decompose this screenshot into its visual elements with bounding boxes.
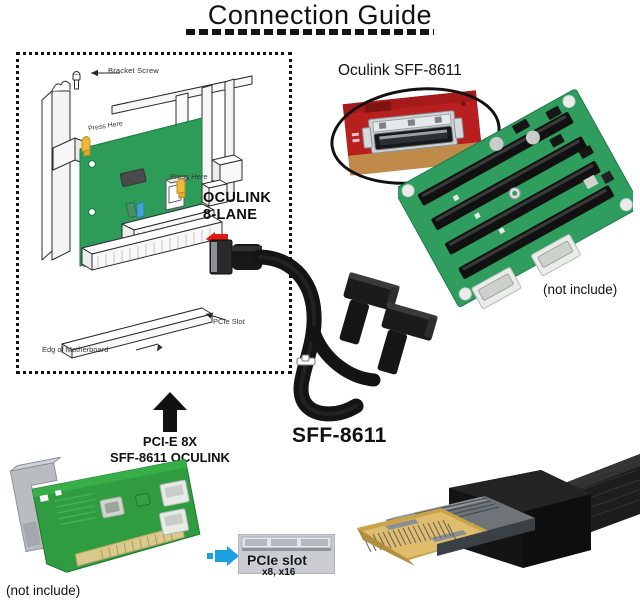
label-pcie-slot-sizes: x8, x16: [262, 567, 296, 578]
pcie-8x-line-1: PCI-E 8X: [142, 434, 198, 449]
oculink-line-2: 8-LANE: [203, 207, 258, 223]
label-oculink-8-lane: OCULINK 8-LANE: [203, 190, 271, 224]
cable-straight-connector-b: [377, 302, 438, 375]
label-edge-of-motherboard: Edg of Motherboard: [42, 345, 109, 354]
oculink-connector-red-pcb-photo: [342, 90, 484, 176]
sff-8611-connector-closeup-photo: [357, 454, 640, 568]
pcie-slot-connector-graphic: [238, 534, 335, 574]
label-bracket-screw: Bracket Screw: [108, 66, 159, 75]
bracket-screw-art: [72, 71, 81, 90]
pcie-slot-art-2: [81, 215, 223, 271]
label-press-here-2: Press Here: [170, 172, 208, 181]
pcie-8x-line-2: SFF-8611 OCULINK: [110, 450, 230, 465]
cable-straight-connector-a: [339, 272, 400, 345]
blue-right-arrow-icon: [207, 546, 239, 566]
label-pci-e-8x-oculink: PCI-E 8X SFF-8611 OCULINK: [95, 434, 245, 466]
label-sff-8611: SFF-8611: [292, 424, 387, 447]
label-pcie-slot-big: PCIe slot: [247, 552, 307, 568]
label-pcie-slot: PCIe Slot: [213, 317, 245, 326]
oculink-line-1: OCULINK: [203, 190, 272, 206]
low-profile-pcie-card-photo: [9, 456, 201, 573]
cable-tie: [296, 354, 316, 366]
label-oculink-sff-8611: Oculink SFF-8611: [338, 62, 462, 79]
sff-8611-cable-photo: [209, 239, 438, 422]
press-here-icon-1: [81, 136, 91, 157]
page-title: Connection Guide: [207, 0, 433, 30]
press-here-icon-2: [176, 178, 186, 199]
cable-right-angle-connector: [209, 239, 262, 275]
label-not-include-riser: (not include): [543, 282, 618, 297]
up-arrow-icon: [153, 392, 187, 432]
title-underline-dashes: [186, 29, 434, 35]
pcie-card-installation-schematic: [41, 69, 253, 359]
label-not-include-card: (not include): [6, 583, 81, 598]
pcie-riser-board-photo: [398, 89, 633, 310]
